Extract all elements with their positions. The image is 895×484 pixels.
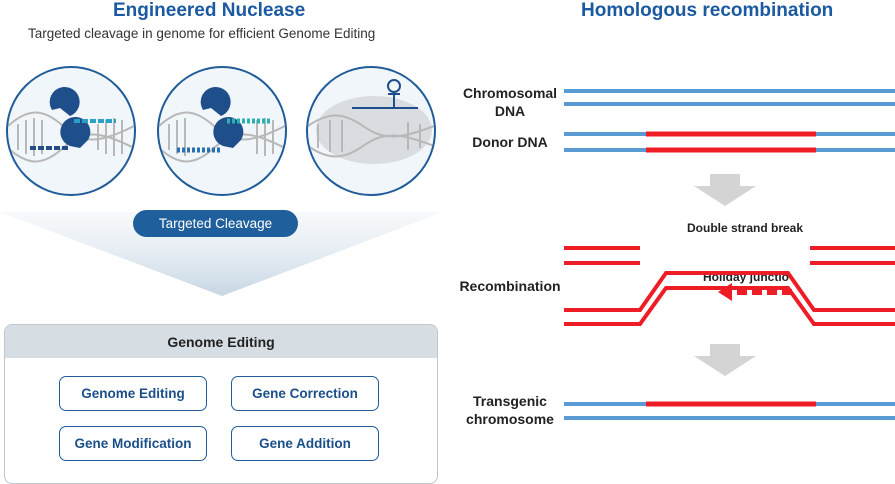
down-arrow-2	[694, 344, 756, 376]
chromosomal-line2: DNA	[494, 103, 526, 119]
chromosomal-dna-label: Chromosomal DNA	[458, 84, 562, 120]
option-genome-editing[interactable]: Genome Editing	[59, 376, 207, 411]
recombination-title: Homologous recombination	[581, 0, 834, 21]
down-arrow-1	[694, 174, 756, 206]
option-gene-modification[interactable]: Gene Modification	[59, 426, 207, 461]
recombination-diagram	[564, 89, 895, 420]
panel-heading: Genome Editing	[5, 325, 437, 358]
transgenic-label: Transgenic chromosome	[456, 392, 564, 428]
nuclease-subtitle: Targeted cleavage in genome for efficien…	[28, 26, 376, 41]
junction-arrowhead	[718, 283, 732, 301]
dna-crispr-icon	[308, 79, 434, 164]
funnel-arrow	[0, 212, 443, 296]
transgenic-line1: Transgenic	[473, 393, 547, 409]
recombination-strands	[564, 246, 895, 326]
nuclease-circle-crispr	[306, 66, 436, 196]
nuclease-circle-talen	[157, 66, 287, 196]
transgenic-line2: chromosome	[466, 411, 554, 427]
targeted-cleavage-pill: Targeted Cleavage	[133, 210, 298, 237]
transgenic-strands	[564, 401, 895, 420]
nuclease-circle-zfn	[6, 66, 136, 196]
double-strand-break-label: Double strand break	[687, 221, 804, 235]
recombination-label: Recombination	[459, 278, 561, 294]
dna-zfn-icon	[8, 86, 134, 163]
option-gene-correction[interactable]: Gene Correction	[231, 376, 379, 411]
option-gene-addition[interactable]: Gene Addition	[231, 426, 379, 461]
chromosomal-line1: Chromosomal	[462, 85, 558, 101]
nuclease-title: Engineered Nuclease	[113, 0, 306, 21]
dna-talen-icon	[159, 86, 285, 163]
donor-strands	[564, 131, 895, 153]
donor-dna-label: Donor DNA	[472, 134, 548, 150]
